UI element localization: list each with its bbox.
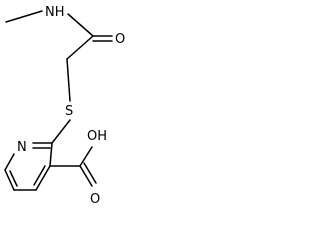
bond-c4-c3-b xyxy=(33,165,46,186)
bond-c3-c2 xyxy=(49,142,53,167)
bond-n1-c6 xyxy=(4,153,15,171)
bond-ch2-s xyxy=(66,58,71,102)
bond-acid-c-o-1 xyxy=(79,165,93,187)
atom-label-acid-o: O xyxy=(90,192,100,207)
structure-diagram: NH O S N OH O xyxy=(0,0,162,224)
bond-methyl-n xyxy=(5,10,43,23)
atom-label-acid-oh: OH xyxy=(87,129,107,144)
bond-acid-c-o-2 xyxy=(83,162,97,184)
molecule-structure: NH O S N OH O xyxy=(4,5,125,207)
atom-label-sulfur: S xyxy=(65,104,73,119)
atom-labels: NH O S N OH O xyxy=(17,5,125,207)
bond-c6-c5-a xyxy=(4,169,15,191)
bond-n-amide-c xyxy=(67,13,94,37)
bond-acid-c-oh xyxy=(79,146,93,167)
atom-label-amide-nh: NH xyxy=(45,5,65,20)
bond-amide-c-ch2 xyxy=(66,35,94,60)
bond-s-c2 xyxy=(51,119,71,144)
bond-c6-c5-b xyxy=(9,170,18,187)
atom-label-ring-n: N xyxy=(17,140,27,155)
atom-label-amide-o: O xyxy=(115,32,125,47)
bond-c4-c3-a xyxy=(35,165,51,191)
bonds xyxy=(4,10,113,191)
